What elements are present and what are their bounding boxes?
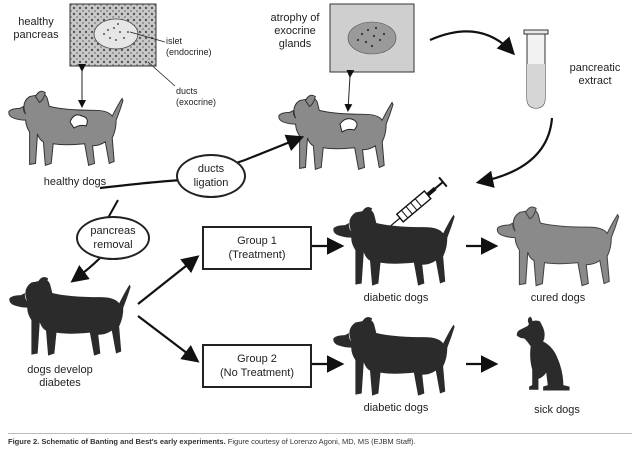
- arrow-removal-to-dog: [70, 257, 101, 283]
- caption-bold: Figure 2. Schematic of Banting and Best'…: [8, 437, 226, 446]
- healthy-pancreas-label: healthy pancreas: [13, 16, 59, 41]
- zoom-arrow-ligated: [344, 69, 355, 112]
- pancreatic-extract-label: pancreatic extract: [569, 62, 621, 87]
- atrophy-islet: [347, 21, 397, 55]
- sick-dogs-label: sick dogs: [534, 404, 580, 416]
- healthy-dogs-label: healthy dogs: [43, 176, 107, 188]
- ducts-ligation-label: ducts ligation: [193, 163, 229, 189]
- ducts-exocrine-label: ducts (exocrine): [176, 86, 217, 107]
- arrow-extract-to-syringe: [475, 117, 554, 188]
- group2-box: Group 2 (No Treatment): [202, 344, 312, 388]
- test-tube-icon: [523, 29, 549, 109]
- ligated-pancreas-organ: [339, 118, 358, 133]
- syringe-icon: [390, 176, 448, 227]
- cured-dogs-label: cured dogs: [530, 292, 586, 304]
- sick-dog-figure: [516, 316, 570, 391]
- diabetic-dog-treated-figure: [333, 206, 455, 286]
- cured-dog-figure: [496, 206, 620, 287]
- arrow-to-extract: [429, 30, 516, 56]
- pancreas-removal-label: pancreas removal: [90, 225, 136, 251]
- diabetic-dog-untreated-figure: [333, 316, 455, 396]
- islet-pointer-line: [129, 31, 166, 43]
- ducts-ligation-oval: ducts ligation: [176, 154, 246, 198]
- arrow-to-group1: [137, 255, 200, 305]
- atrophy-label: atrophy of exocrine glands: [270, 12, 320, 50]
- arrow-to-group2: [137, 315, 200, 363]
- ducts-pointer-line: [147, 61, 176, 87]
- pancreas-removal-oval: pancreas removal: [76, 216, 150, 260]
- diabetic-dogs-label-1: diabetic dogs: [363, 292, 429, 304]
- islet-region: [93, 18, 139, 50]
- healthy-dog-figure: [8, 90, 124, 166]
- group1-box: Group 1 (Treatment): [202, 226, 312, 270]
- arrow-to-removal-oval: [107, 199, 119, 219]
- group2-label: Group 2 (No Treatment): [220, 353, 294, 379]
- group1-label: Group 1 (Treatment): [228, 235, 286, 261]
- dogs-develop-diabetes-label: dogs develop diabetes: [27, 364, 93, 389]
- diabetes-dog-figure: [9, 276, 131, 356]
- caption-rest: Figure courtesy of Lorenzo Agoni, MD, MS…: [225, 437, 416, 446]
- diabetic-dogs-label-2: diabetic dogs: [363, 402, 429, 414]
- healthy-pancreas-organ: [69, 114, 88, 129]
- islet-label: islet (endocrine): [166, 36, 212, 57]
- ligated-dog-figure: [278, 94, 394, 170]
- figure-caption: Figure 2. Schematic of Banting and Best'…: [8, 433, 632, 447]
